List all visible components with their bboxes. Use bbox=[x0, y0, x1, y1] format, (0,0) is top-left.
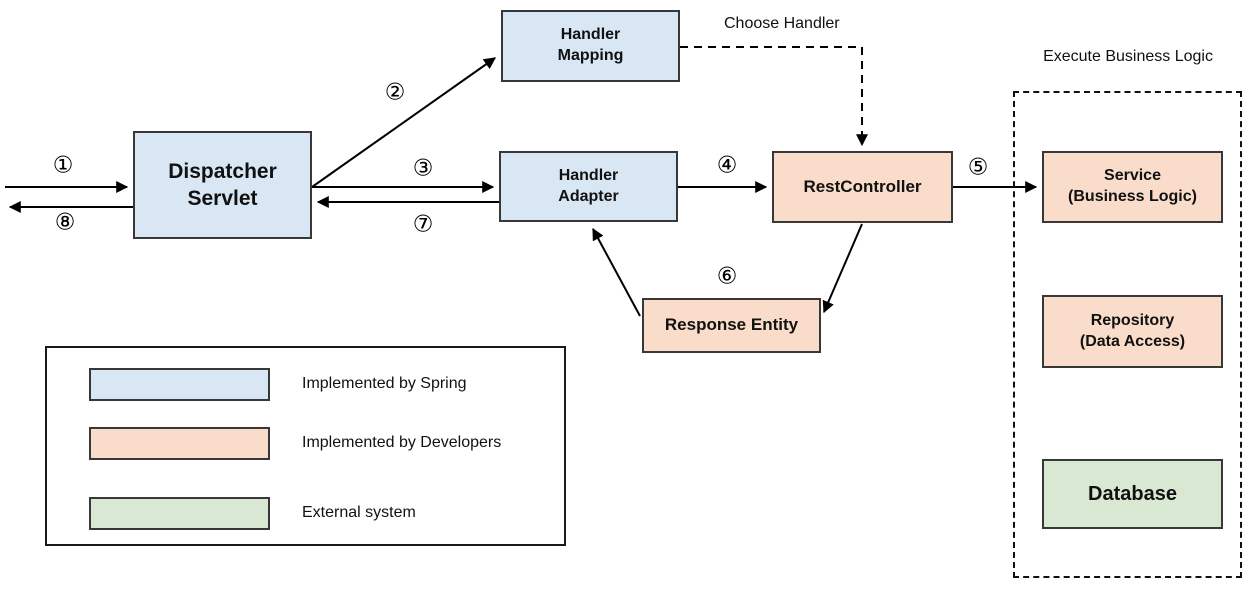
handler-mapping-label: Handler Mapping bbox=[557, 26, 624, 64]
legend-label-external: External system bbox=[302, 504, 416, 521]
dispatcher-servlet-node: Dispatcher Servlet bbox=[133, 131, 312, 239]
dashed-choose-handler-connector bbox=[680, 46, 868, 147]
step-1-badge: ① bbox=[52, 151, 74, 178]
handler-adapter-label: Handler Adapter bbox=[558, 166, 619, 205]
response-entity-node: Response Entity bbox=[642, 298, 821, 353]
legend-label-spring: Implemented by Spring bbox=[302, 375, 467, 392]
arrow-step2-to-handler-mapping bbox=[311, 57, 496, 188]
service-label: Service (Business Logic) bbox=[1068, 167, 1197, 205]
service-node: Service (Business Logic) bbox=[1042, 151, 1223, 223]
handler-adapter-node: Handler Adapter bbox=[499, 151, 678, 222]
repository-node: Repository (Data Access) bbox=[1042, 295, 1223, 368]
database-node: Database bbox=[1042, 459, 1223, 529]
step-8-badge: ⑧ bbox=[54, 208, 76, 235]
arrow-step6-response-entity-to-adapter bbox=[592, 227, 641, 317]
step-5-badge: ⑤ bbox=[967, 153, 989, 180]
rest-controller-node: RestController bbox=[772, 151, 953, 223]
dispatcher-servlet-label: Dispatcher Servlet bbox=[168, 159, 277, 210]
step-7-badge: ⑦ bbox=[412, 210, 434, 237]
response-entity-label: Response Entity bbox=[664, 315, 799, 335]
handler-mapping-node: Handler Mapping bbox=[501, 10, 680, 82]
execute-business-logic-annotation: Execute Business Logic bbox=[1043, 48, 1213, 65]
rest-controller-label: RestController bbox=[803, 176, 922, 196]
arrow-controller-to-response-entity bbox=[822, 223, 863, 314]
step-2-badge: ② bbox=[384, 78, 406, 105]
legend-swatch-external bbox=[89, 497, 270, 530]
step-4-badge: ④ bbox=[716, 151, 738, 178]
step-3-badge: ③ bbox=[412, 154, 434, 181]
legend-label-developers: Implemented by Developers bbox=[302, 434, 502, 451]
legend: Implemented by Spring Implemented by Dev… bbox=[45, 346, 566, 546]
repository-label: Repository (Data Access) bbox=[1079, 311, 1186, 350]
step-6-badge: ⑥ bbox=[716, 262, 738, 289]
business-logic-group bbox=[1013, 91, 1242, 578]
choose-handler-annotation: Choose Handler bbox=[724, 15, 840, 32]
legend-swatch-developers bbox=[89, 427, 270, 460]
legend-swatch-spring bbox=[89, 368, 270, 401]
database-label: Database bbox=[1088, 483, 1177, 505]
